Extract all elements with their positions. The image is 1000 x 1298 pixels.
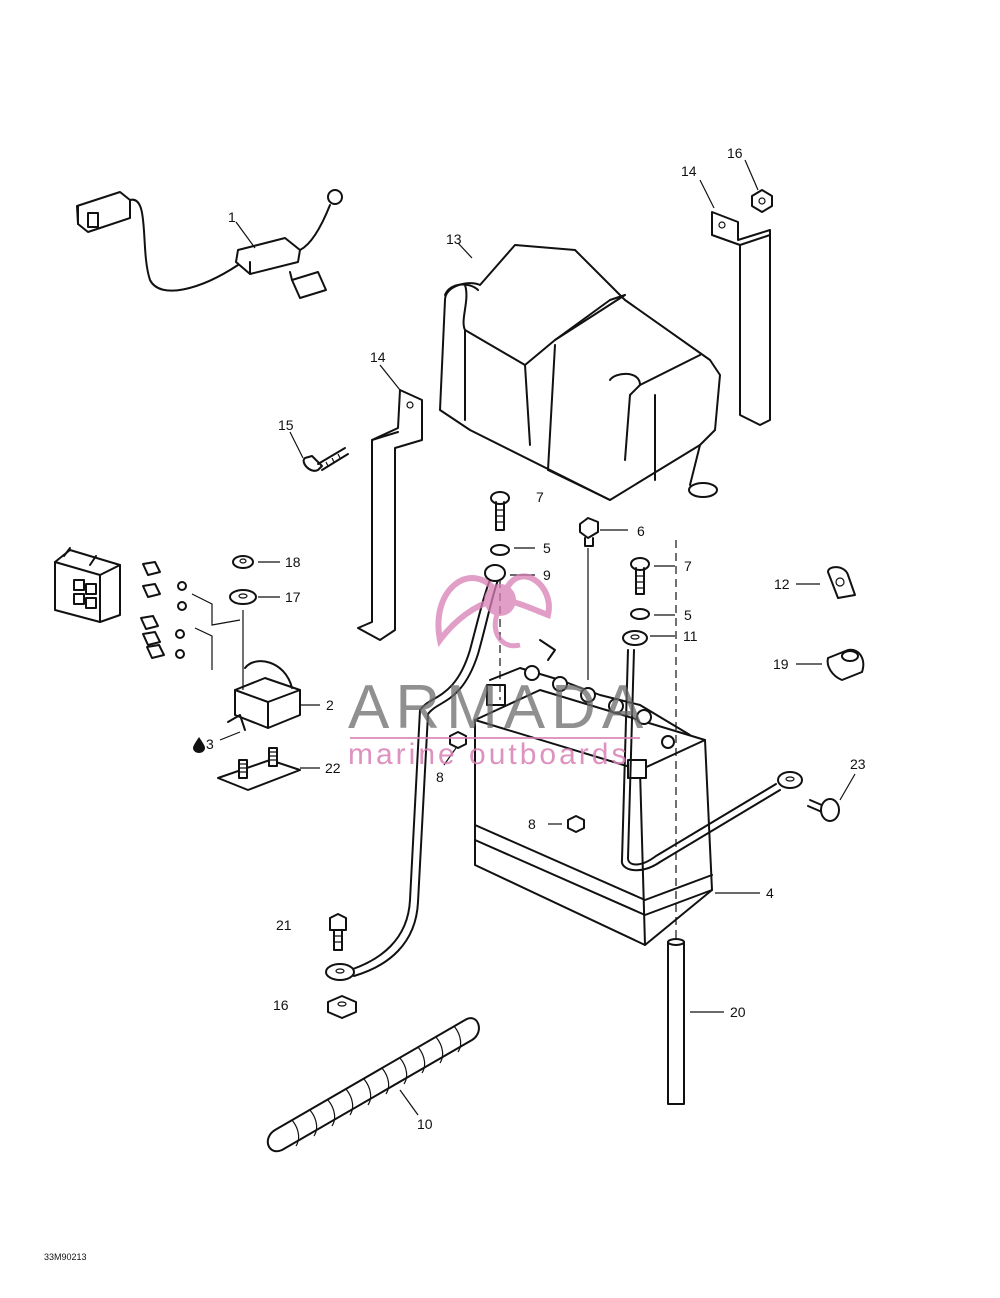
relay-base-plate [217, 747, 301, 791]
washer-17 [229, 589, 257, 605]
screw-23 [807, 798, 840, 822]
callout-4: 4 [766, 885, 774, 901]
callout-10: 10 [417, 1116, 433, 1132]
terminal-pins [140, 561, 241, 670]
callout-2: 2 [326, 697, 334, 713]
bolt-7-right [630, 557, 650, 595]
callout-13: 13 [446, 231, 462, 247]
callout-9: 9 [543, 567, 551, 583]
nut-8-left [449, 731, 467, 749]
callout-7-right: 7 [684, 558, 692, 574]
positive-cable [325, 564, 506, 981]
drawing-number: 33M90213 [44, 1252, 87, 1262]
battery-cover [439, 244, 721, 501]
callout-6: 6 [637, 523, 645, 539]
oil-drop-icon [193, 737, 205, 753]
starter-relay [227, 610, 301, 731]
callout-20: 20 [730, 1004, 746, 1020]
propeller-logo [435, 573, 552, 649]
washer-5-right [630, 608, 650, 620]
callouts: 1 2 3 4 5 5 6 7 7 8 8 9 10 11 12 13 14 1… [206, 145, 866, 1132]
callout-1: 1 [228, 209, 236, 225]
nut-16-top [751, 189, 773, 213]
callout-14-top: 14 [681, 163, 697, 179]
watermark-brand: ARMADA [348, 673, 649, 742]
washer-18 [232, 555, 254, 569]
callout-23: 23 [850, 756, 866, 772]
callout-19: 19 [773, 656, 789, 672]
callout-3: 3 [206, 736, 214, 752]
relay-connector [54, 547, 121, 623]
callout-8-left: 8 [436, 769, 444, 785]
terminal-boot [826, 648, 865, 681]
callout-5-lower: 5 [684, 607, 692, 623]
watermark-tagline: marine outboards [348, 738, 629, 771]
bolt-21 [329, 913, 347, 951]
battery-strap-bracket-right [711, 211, 771, 426]
callout-17: 17 [285, 589, 301, 605]
negative-cable [620, 630, 803, 872]
callout-22: 22 [325, 760, 341, 776]
callout-8-center: 8 [528, 816, 536, 832]
callout-7-left: 7 [536, 489, 544, 505]
callout-14-left: 14 [370, 349, 386, 365]
nut-8-center [567, 815, 585, 833]
spiral-wrap [266, 1017, 480, 1153]
callout-18: 18 [285, 554, 301, 570]
battery [474, 639, 713, 946]
callout-5-upper: 5 [543, 540, 551, 556]
bolt-6 [579, 517, 599, 547]
callout-12: 12 [774, 576, 790, 592]
cable-clamp [827, 566, 856, 599]
watermark: ARMADA marine outboards [348, 573, 649, 771]
callout-16-bottom: 16 [273, 997, 289, 1013]
battery-strap-bracket-left [357, 389, 423, 641]
vent-tube [667, 938, 685, 1105]
screw-15 [302, 447, 349, 472]
leader-lines [219, 159, 856, 1116]
callout-15: 15 [278, 417, 294, 433]
callout-11: 11 [683, 628, 698, 644]
callout-16-top: 16 [727, 145, 743, 161]
wiring-harness [76, 189, 343, 299]
washer-5-left [490, 544, 510, 556]
callout-21: 21 [276, 917, 292, 933]
bolt-7-left [490, 491, 510, 531]
nut-16-bottom [327, 995, 357, 1019]
